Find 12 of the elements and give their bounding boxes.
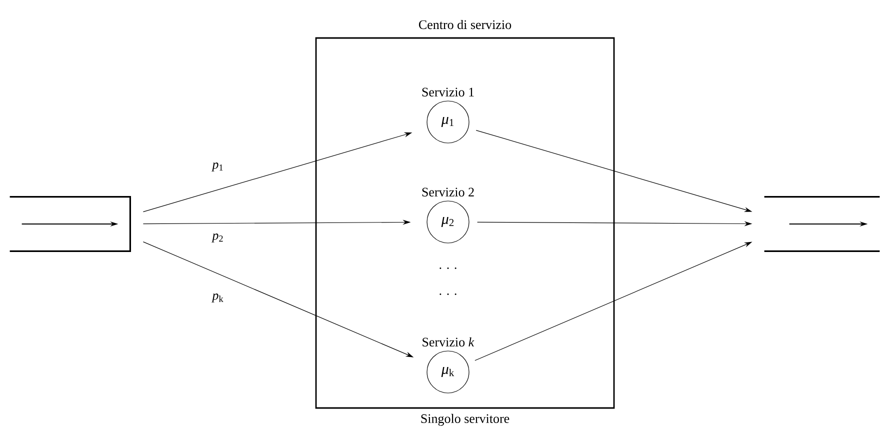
edge-label: p$_{1}$ — [211, 162, 225, 172]
box-heading: Centro di servizio — [418, 20, 512, 30]
service-heading: Servizio 1 — [422, 88, 474, 96]
edge-label: p$_{k}$ — [211, 292, 225, 304]
service-heading: Servizio k — [422, 337, 474, 346]
service-heading: Servizio 2 — [422, 188, 474, 196]
queue-drawing — [10, 196, 132, 252]
box-caption: Singolo servitore — [421, 414, 510, 426]
edge-label: p$_{2}$ — [211, 232, 225, 244]
queue-drawing — [764, 196, 880, 252]
ellipsis: · · · — [440, 293, 456, 295]
ellipsis: · · · — [440, 267, 456, 269]
